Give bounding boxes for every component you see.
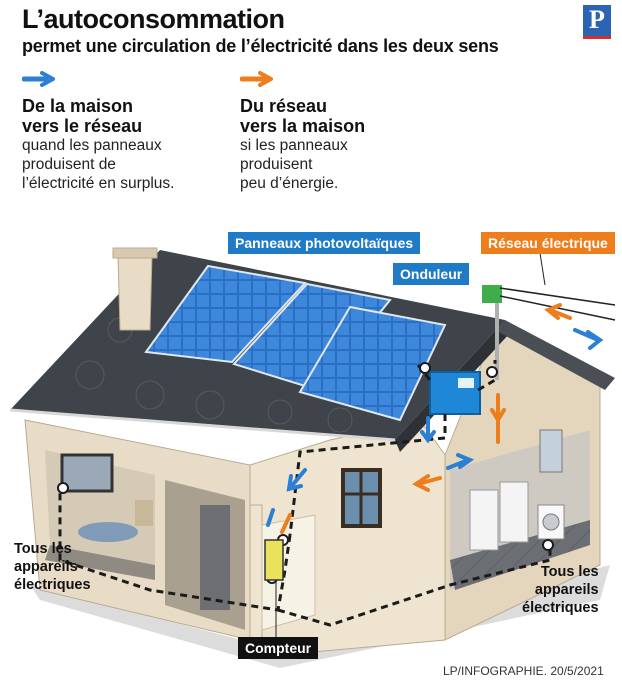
label-appliances-right-2: appareils <box>534 582 599 598</box>
solar-panel-1 <box>144 264 307 364</box>
label-appliances-left-1: Tous les <box>14 541 72 557</box>
label-inverter: Onduleur <box>393 263 470 285</box>
label-grid: Réseau électrique <box>481 232 615 254</box>
legend-import-heading-1: Du réseau <box>240 96 328 116</box>
orange-arrow-icon <box>240 71 273 87</box>
meter-box <box>264 539 284 581</box>
label-appliances-right-3: électriques <box>522 600 599 616</box>
pole-crossarm <box>482 285 502 303</box>
blue-arrow-icon <box>22 71 55 87</box>
chimney-cap <box>112 247 158 259</box>
legend-import-body-3: peu d’énergie. <box>240 175 339 192</box>
tv-screen <box>60 453 114 493</box>
label-meter: Compteur <box>238 637 319 659</box>
label-appliances-left-2: appareils <box>14 559 78 575</box>
legend-export-body-2: produisent de <box>22 156 116 173</box>
legend-import-body-1: si les panneaux <box>240 137 348 154</box>
legend-import-body-2: produisent <box>240 156 313 173</box>
legend-import-heading-2: vers la maison <box>240 116 366 136</box>
publisher-logo: P <box>583 5 611 36</box>
kitchen-window <box>539 429 563 473</box>
legend-export-body-3: l’électricité en surplus. <box>22 175 175 192</box>
legend-import: Du réseau vers la maison si les panneaux… <box>240 96 365 193</box>
living-room-floor <box>45 545 155 580</box>
armchair <box>135 500 153 526</box>
legend-export-heading-1: De la maison <box>22 96 134 116</box>
grid-wire-1 <box>499 287 616 306</box>
legend-export: De la maison vers le réseau quand les pa… <box>22 96 174 193</box>
page-title: L’autoconsommation <box>22 4 285 34</box>
label-appliances-right-1: Tous les <box>540 564 599 580</box>
kitchen-cabinet-2 <box>499 481 529 543</box>
kitchen-cabinet-1 <box>469 489 499 551</box>
legend-export-heading-2: vers le réseau <box>22 116 143 136</box>
credit-line: LP/INFOGRAPHIE. 20/5/2021 <box>443 664 604 678</box>
porch-column <box>249 504 263 641</box>
flow-arrows-orange <box>280 303 572 534</box>
flow-arrows-blue <box>266 328 604 527</box>
label-pointer-grid <box>539 252 546 286</box>
rug <box>78 522 138 542</box>
solar-panels <box>144 264 447 422</box>
chimney <box>117 254 153 331</box>
solar-panel-3 <box>298 305 447 422</box>
page-subtitle: permet une circulation de l’électricité … <box>22 36 499 56</box>
label-appliances-left-3: électriques <box>14 577 91 593</box>
legend-export-body-1: quand les panneaux <box>22 137 162 154</box>
wiring <box>58 360 552 627</box>
logo-underline <box>583 36 611 39</box>
roof-right <box>495 320 615 390</box>
label-appliances-right: Tous les appareils électriques <box>522 563 599 617</box>
label-appliances-left: Tous les appareils électriques <box>14 540 91 594</box>
front-door <box>200 505 230 610</box>
label-panels: Panneaux photovoltaïques <box>228 232 421 254</box>
